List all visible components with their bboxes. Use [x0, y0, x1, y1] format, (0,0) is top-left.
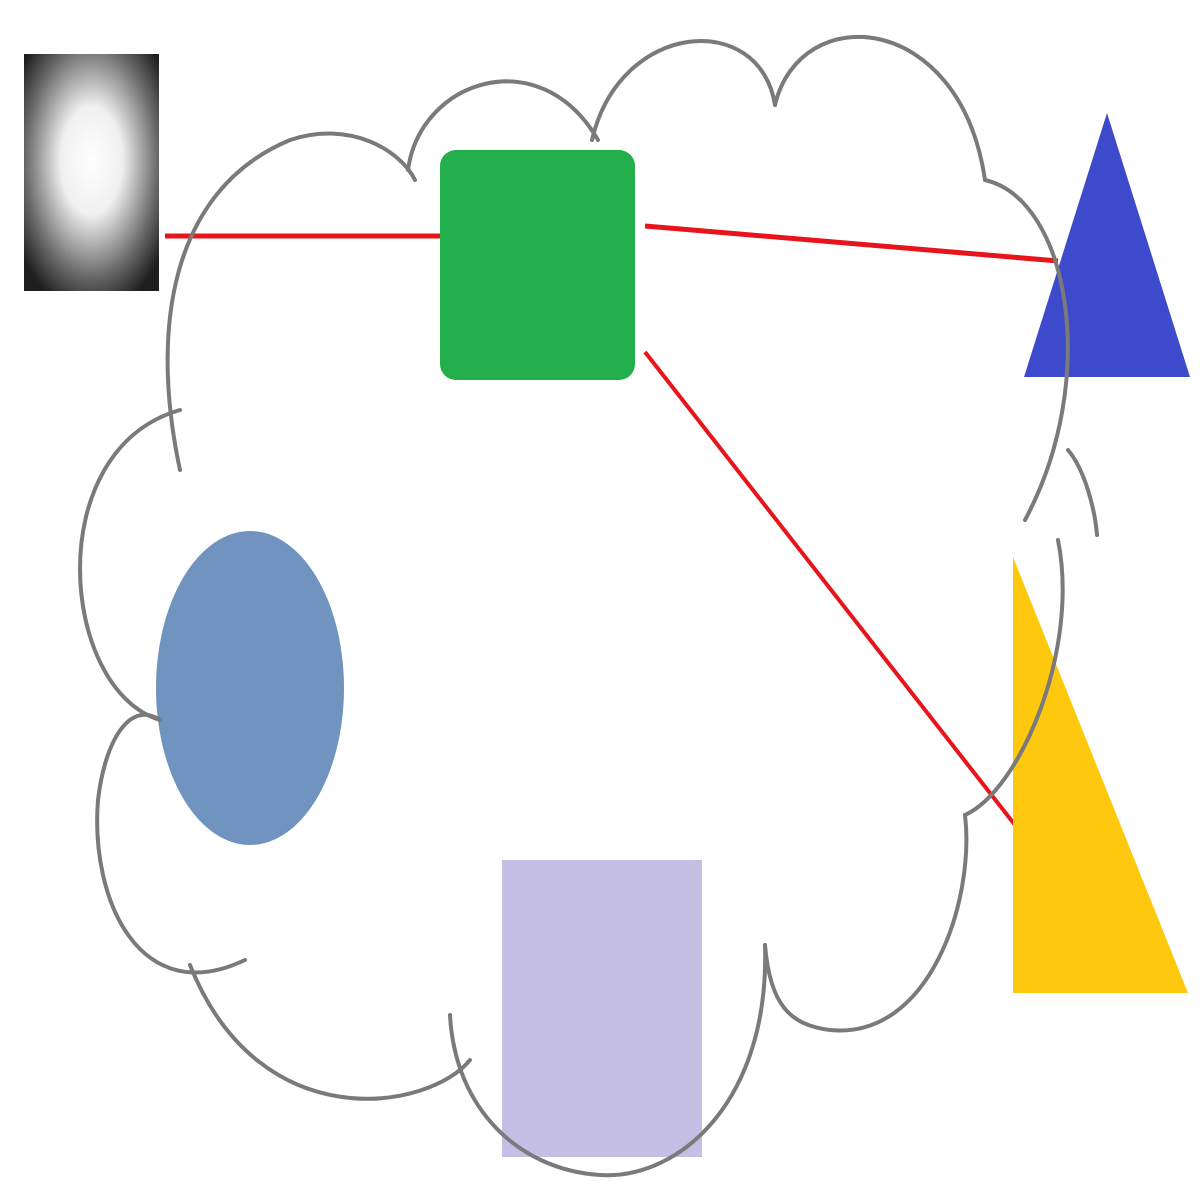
blue-ellipse[interactable] [156, 531, 344, 845]
gradient-rectangle[interactable] [24, 54, 159, 291]
cloud-outline[interactable] [78, 34, 1099, 1178]
connector-green-to-yellow-triangle [643, 350, 1017, 827]
connector-green-to-blue-triangle [644, 223, 1059, 264]
green-rounded-square[interactable] [440, 150, 635, 380]
yellow-right-triangle[interactable] [1013, 557, 1188, 993]
lavender-rectangle[interactable] [502, 860, 702, 1157]
